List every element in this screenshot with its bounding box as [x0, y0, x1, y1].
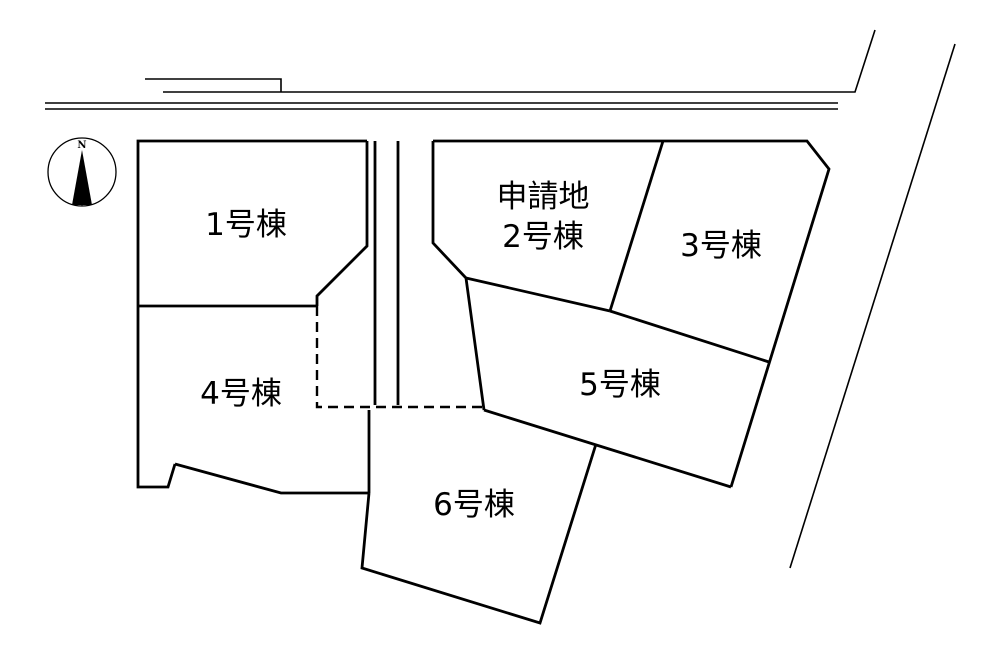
lane-dashed-boundary [315, 306, 484, 409]
lot-5-label: 5号棟 [579, 367, 661, 403]
lot-2-designation-label: 申請地 [497, 179, 590, 215]
lot-labels: 1号棟 申請地 2号棟 3号棟 4号棟 5号棟 6号棟 [200, 179, 762, 523]
lot2-lot3-divider [608, 140, 665, 312]
lot-6-label: 6号棟 [433, 487, 515, 523]
lot2-bottom-edge [465, 276, 611, 313]
lane-right-edge [431, 141, 486, 411]
compass-north-letter: N [77, 140, 86, 151]
lot-boundaries [136, 139, 831, 625]
road-top [45, 29, 876, 110]
lot4-bottom-edge [174, 462, 369, 495]
north-arrow-icon [72, 150, 92, 205]
lot-4-label: 4号棟 [200, 376, 282, 412]
road-right [789, 43, 956, 569]
lot-3-label: 3号棟 [680, 228, 762, 264]
lot-1-label: 1号棟 [205, 207, 287, 243]
lot6-outline [360, 443, 598, 625]
road-stub-line [145, 78, 282, 92]
lot-2-label: 2号棟 [502, 219, 584, 255]
road-far-edge [163, 29, 876, 93]
lot5-top-edge [609, 309, 770, 364]
compass: N [47, 137, 117, 207]
site-outline [136, 139, 367, 489]
site-outline-top-right [433, 139, 831, 488]
lane-left-edge [315, 141, 369, 306]
lot5-bottom-edge [483, 408, 732, 489]
